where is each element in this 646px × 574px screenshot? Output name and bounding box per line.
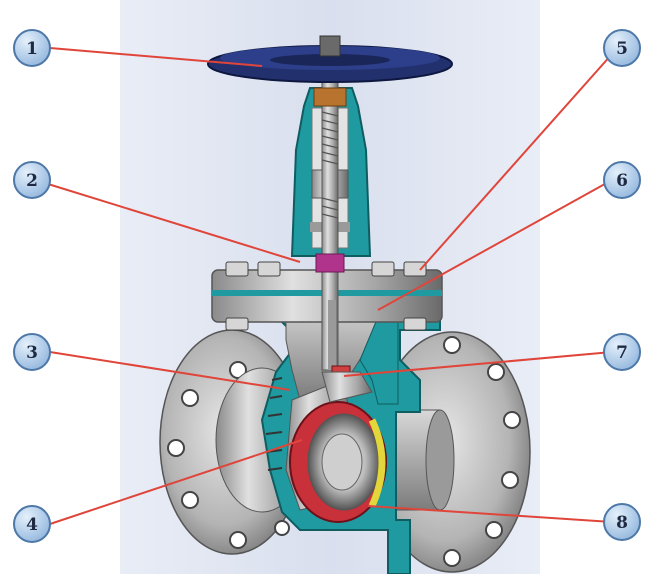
handwheel bbox=[207, 35, 453, 83]
leader-line-4 bbox=[49, 439, 303, 525]
callout-label-2: 2 bbox=[26, 171, 38, 191]
leader-line-6 bbox=[377, 179, 613, 311]
callout-label-1: 1 bbox=[26, 39, 38, 59]
callout-badge-7: 7 bbox=[603, 333, 641, 371]
leader-line-2 bbox=[47, 183, 301, 263]
leader-line-7 bbox=[343, 351, 613, 377]
callout-badge-3: 3 bbox=[13, 333, 51, 371]
callout-badge-8: 8 bbox=[603, 503, 641, 541]
callout-label-7: 7 bbox=[616, 343, 628, 363]
leader-line-3 bbox=[49, 351, 291, 391]
callout-badge-5: 5 bbox=[603, 29, 641, 67]
leader-line-5 bbox=[419, 53, 613, 271]
callout-label-4: 4 bbox=[26, 515, 38, 535]
seat-ring bbox=[289, 401, 387, 523]
callout-label-6: 6 bbox=[616, 171, 628, 191]
leader-line-8 bbox=[367, 505, 613, 523]
stem-packing bbox=[315, 253, 345, 273]
callout-badge-2: 2 bbox=[13, 161, 51, 199]
valve-stem bbox=[313, 39, 347, 371]
leader-lines bbox=[47, 47, 613, 525]
callout-badge-4: 4 bbox=[13, 505, 51, 543]
callout-label-8: 8 bbox=[616, 513, 628, 533]
leader-line-1 bbox=[49, 47, 263, 67]
callout-label-5: 5 bbox=[616, 39, 628, 59]
callout-label-3: 3 bbox=[26, 343, 38, 363]
callout-badge-6: 6 bbox=[603, 161, 641, 199]
callout-badge-1: 1 bbox=[13, 29, 51, 67]
